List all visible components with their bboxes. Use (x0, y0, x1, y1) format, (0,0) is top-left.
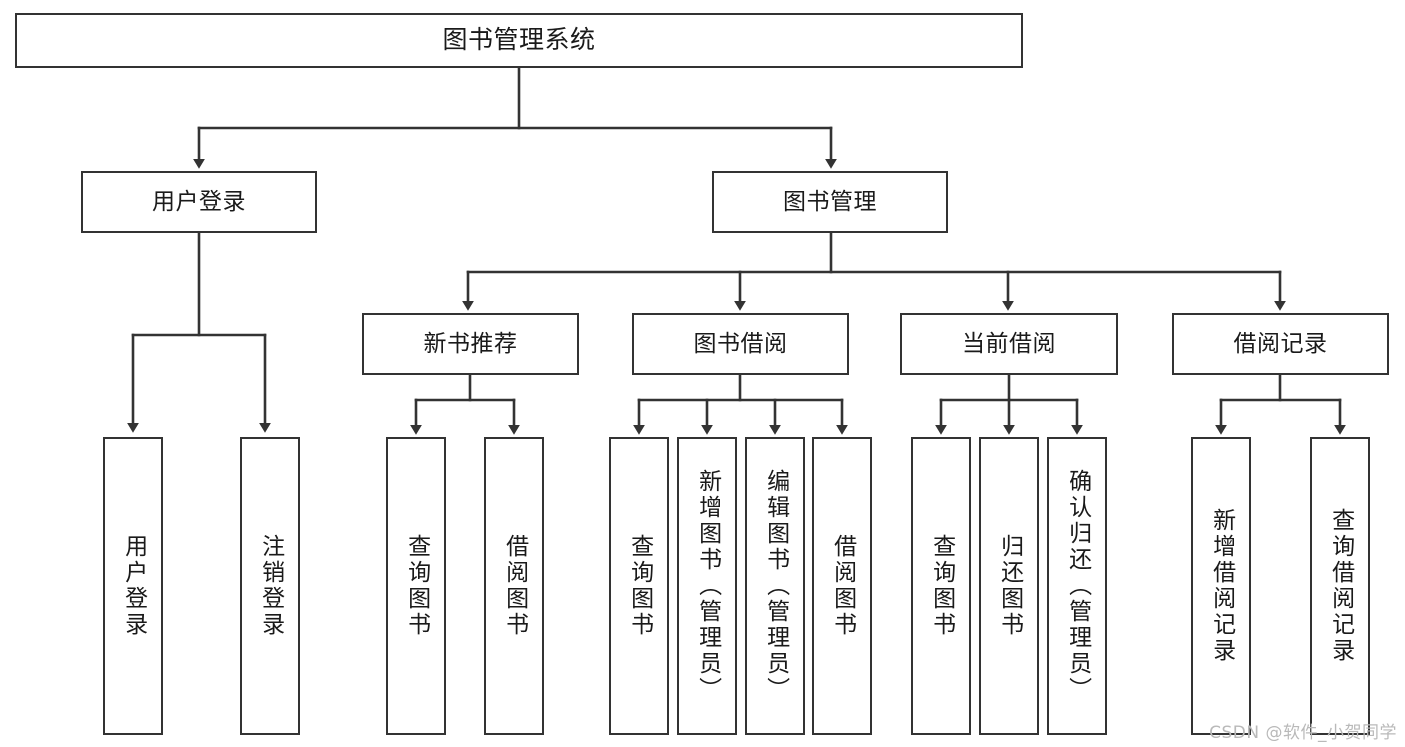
node-book-borrow[interactable]: 图书借阅 (632, 313, 849, 375)
leaf-borrow-borrow-book[interactable]: 借阅图书 (812, 437, 872, 735)
node-label: 图书借阅 (693, 330, 788, 357)
leaf-record-add[interactable]: 新增借阅记录 (1191, 437, 1251, 735)
node-book-management[interactable]: 图书管理 (712, 171, 948, 233)
node-label: 图书管理系统 (442, 25, 596, 55)
node-label: 新增图书（管理员） (694, 469, 721, 703)
node-label: 注销登录 (257, 534, 284, 638)
leaf-borrow-query[interactable]: 查询图书 (609, 437, 669, 735)
leaf-current-query[interactable]: 查询图书 (911, 437, 971, 735)
node-label: 新书推荐 (423, 330, 518, 357)
node-label: 当前借阅 (962, 330, 1056, 357)
leaf-current-return[interactable]: 归还图书 (979, 437, 1039, 735)
node-label: 图书管理 (783, 188, 877, 215)
leaf-borrow-edit-book[interactable]: 编辑图书（管理员） (745, 437, 805, 735)
node-label: 查询图书 (403, 534, 430, 638)
leaf-borrow-add-book[interactable]: 新增图书（管理员） (677, 437, 737, 735)
leaf-current-confirm-return[interactable]: 确认归还（管理员） (1047, 437, 1107, 735)
node-root-system[interactable]: 图书管理系统 (15, 13, 1023, 68)
node-label: 确认归还（管理员） (1064, 469, 1091, 703)
node-label: 用户登录 (120, 534, 147, 638)
node-label: 编辑图书（管理员） (762, 469, 789, 703)
node-label: 查询图书 (928, 534, 955, 638)
node-label: 借阅图书 (829, 534, 856, 638)
node-label: 借阅记录 (1233, 330, 1328, 357)
node-label: 借阅图书 (501, 534, 528, 638)
node-label: 归还图书 (996, 534, 1023, 638)
csdn-watermark: CSDN @软件_小贺同学 (1209, 723, 1397, 743)
leaf-new-book-query[interactable]: 查询图书 (386, 437, 446, 735)
node-label: 新增借阅记录 (1208, 508, 1235, 664)
node-current-borrow[interactable]: 当前借阅 (900, 313, 1118, 375)
leaf-record-query[interactable]: 查询借阅记录 (1310, 437, 1370, 735)
node-user-login[interactable]: 用户登录 (81, 171, 317, 233)
node-label: 查询图书 (626, 534, 653, 638)
node-label: 查询借阅记录 (1327, 508, 1354, 664)
leaf-user-login-signin[interactable]: 用户登录 (103, 437, 163, 735)
node-new-book-recommend[interactable]: 新书推荐 (362, 313, 579, 375)
leaf-new-book-borrow[interactable]: 借阅图书 (484, 437, 544, 735)
node-label: 用户登录 (152, 188, 246, 215)
node-borrow-record[interactable]: 借阅记录 (1172, 313, 1389, 375)
leaf-user-login-signout[interactable]: 注销登录 (240, 437, 300, 735)
